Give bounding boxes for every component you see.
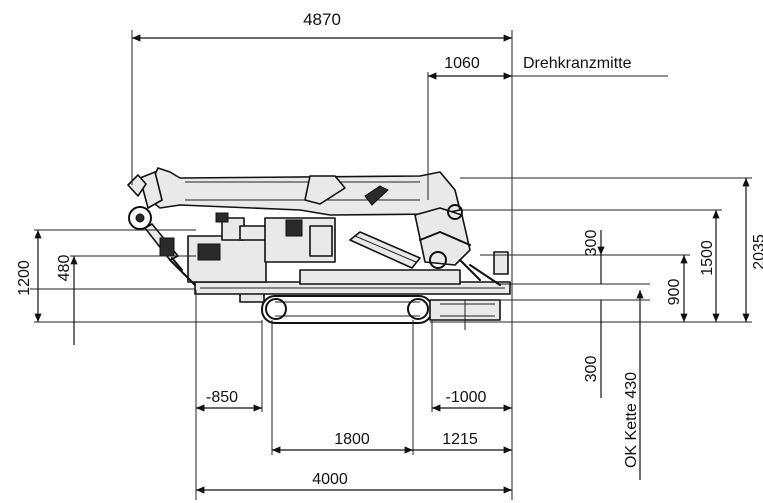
dim-offset-1000: -1000 bbox=[446, 389, 487, 406]
dim-height-1200: 1200 bbox=[16, 260, 33, 296]
main-boom bbox=[127, 167, 461, 216]
machine-outline bbox=[127, 167, 511, 330]
dim-offset-850: -850 bbox=[206, 389, 238, 406]
dim-span-1215: 1215 bbox=[442, 431, 478, 448]
dim-height-480: 480 bbox=[56, 255, 73, 282]
jib bbox=[128, 206, 183, 271]
operator-cab bbox=[187, 212, 336, 283]
label-slew-center: Drehkranzmitte bbox=[523, 55, 632, 72]
dim-rear-to-center: 1060 bbox=[444, 55, 480, 72]
crawler-track bbox=[239, 291, 501, 324]
outrigger bbox=[169, 259, 501, 330]
dim-height-1500: 1500 bbox=[699, 240, 716, 276]
dim-track-1800: 1800 bbox=[334, 431, 370, 448]
dim-height-300-upper: 300 bbox=[583, 230, 600, 257]
dimension-lines bbox=[34, 34, 750, 494]
extension-lines bbox=[30, 30, 752, 500]
dim-total-height: 2035 bbox=[751, 234, 763, 270]
luffing-cylinder bbox=[349, 204, 509, 281]
dimension-labels: 4870 1060 Drehkranzmitte 2035 1500 300 9… bbox=[16, 10, 763, 488]
dim-height-300-lower: 300 bbox=[583, 356, 600, 383]
chassis bbox=[194, 269, 511, 295]
dim-overall-length: 4870 bbox=[303, 10, 341, 29]
dim-height-900: 900 bbox=[666, 279, 683, 306]
label-track-top: OK Kette 430 bbox=[623, 372, 640, 468]
dim-base-4000: 4000 bbox=[312, 471, 348, 488]
